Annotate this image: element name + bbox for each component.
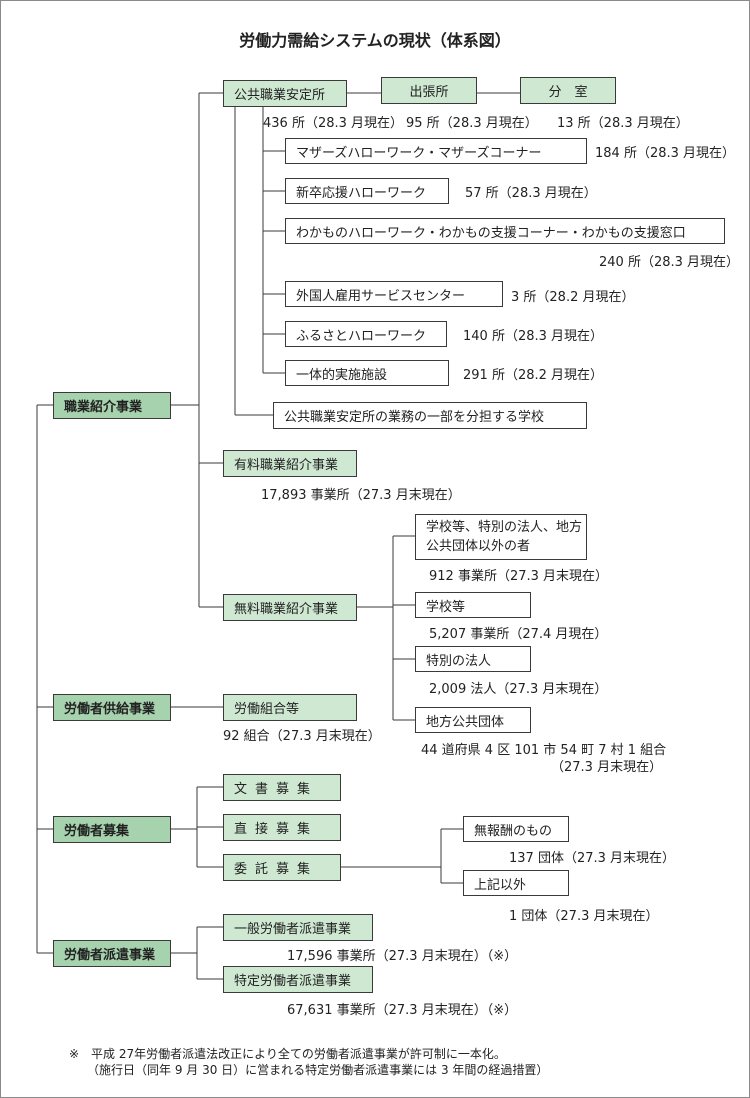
branch-office-count: 95 所（28.3 月現在） xyxy=(406,116,538,131)
sub-office-box: 分 室 xyxy=(520,77,616,104)
graduates-hellowork-count: 57 所（28.3 月現在） xyxy=(465,186,597,201)
other-recruitment-count: 1 団体（27.3 月末現在） xyxy=(509,909,659,924)
category-supply: 労働者供給事業 xyxy=(53,694,171,721)
free-local-box: 地方公共団体 xyxy=(415,707,531,733)
footnote-line-1: ※ 平成 27年労働者派遣法改正により全ての労働者派遣事業が許可制に一本化。 xyxy=(69,1047,506,1061)
diagram-title: 労働力需給システムの現状（体系図） xyxy=(239,31,511,50)
integrated-facility-count: 291 所（28.2 月現在） xyxy=(463,368,604,383)
category-placement: 職業紹介事業 xyxy=(53,392,171,419)
foreign-service-box: 外国人雇用サービスセンター xyxy=(285,281,503,307)
free-school-count: 5,207 事業所（27.4 月現在） xyxy=(429,627,608,642)
free-special-box: 特別の法人 xyxy=(415,646,531,672)
branch-office-box: 出張所 xyxy=(381,77,477,104)
youth-hellowork-count: 240 所（28.3 月現在） xyxy=(599,255,740,270)
integrated-facility-box: 一体的実施施設 xyxy=(285,360,449,386)
hometown-hellowork-box: ふるさとハローワーク xyxy=(285,321,447,347)
union-box: 労働組合等 xyxy=(223,694,357,721)
category-dispatch: 労働者派遣事業 xyxy=(53,940,171,967)
sub-office-count: 13 所（28.3 月現在） xyxy=(557,116,689,131)
free-local-count: 44 道府県 4 区 101 市 54 町 7 村 1 組合 xyxy=(421,743,667,758)
free-school-box: 学校等 xyxy=(415,592,531,618)
paid-placement-count: 17,893 事業所（27.3 月末現在） xyxy=(261,488,461,503)
specific-dispatch-count: 67,631 事業所（27.3 月末現在）（※） xyxy=(287,1003,518,1018)
free-placement-box: 無料職業紹介事業 xyxy=(223,594,357,621)
mothers-hellowork-box: マザーズハローワーク・マザーズコーナー xyxy=(285,138,587,164)
mothers-hellowork-count: 184 所（28.3 月現在） xyxy=(595,146,736,161)
direct-recruitment-box: 直接募集 xyxy=(223,814,341,841)
youth-hellowork-box: わかものハローワーク・わかもの支援コーナー・わかもの支援窓口 xyxy=(285,218,725,244)
footnote-line-2: （施行日（同年 9 月 30 日）に営まれる特定労働者派遣事業には 3 年間の経… xyxy=(69,1063,549,1077)
free-other-box: 学校等、特別の法人、地方公共団体以外の者 xyxy=(415,514,587,560)
document-recruitment-box: 文書募集 xyxy=(223,774,341,801)
public-office-count: 436 所（28.3 月現在） xyxy=(263,116,404,131)
entrusted-recruitment-box: 委託募集 xyxy=(223,854,341,881)
general-dispatch-count: 17,596 事業所（27.3 月末現在）（※） xyxy=(287,949,518,964)
general-dispatch-box: 一般労働者派遣事業 xyxy=(223,914,373,941)
category-recruitment: 労働者募集 xyxy=(53,816,171,843)
public-office-box: 公共職業安定所 xyxy=(223,80,347,107)
free-special-count: 2,009 法人（27.3 月末現在） xyxy=(429,682,608,697)
schools-box: 公共職業安定所の業務の一部を分担する学校 xyxy=(273,402,587,429)
foreign-service-count: 3 所（28.2 月現在） xyxy=(511,290,635,305)
specific-dispatch-box: 特定労働者派遣事業 xyxy=(223,966,373,993)
unpaid-recruitment-count: 137 団体（27.3 月末現在） xyxy=(509,851,676,866)
graduates-hellowork-box: 新卒応援ハローワーク xyxy=(285,178,449,204)
free-local-date: （27.3 月末現在） xyxy=(551,760,663,775)
other-recruitment-box: 上記以外 xyxy=(463,870,569,896)
unpaid-recruitment-box: 無報酬のもの xyxy=(463,816,569,842)
union-count: 92 組合（27.3 月末現在） xyxy=(223,729,381,744)
free-other-count: 912 事業所（27.3 月末現在） xyxy=(429,569,609,584)
paid-placement-box: 有料職業紹介事業 xyxy=(223,450,357,477)
hometown-hellowork-count: 140 所（28.3 月現在） xyxy=(463,329,604,344)
